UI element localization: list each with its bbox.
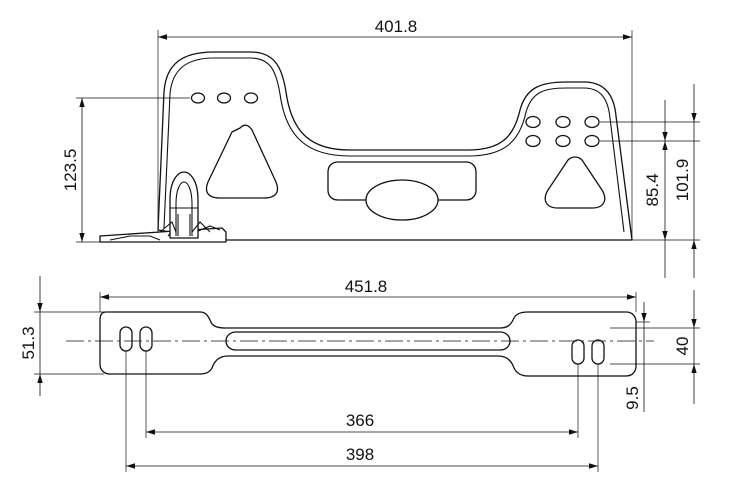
- front-clamp-detail: [170, 181, 198, 236]
- top-right-hole: [571, 339, 585, 365]
- front-mount-hole: [216, 92, 232, 104]
- dim-outer-spacing: 398: [346, 445, 374, 464]
- side-bracket-inner-contour: [163, 57, 625, 233]
- top-left-hole: [119, 326, 133, 352]
- top-view-dimensions: 451.8 51.3 40 9.5 366 398: [19, 276, 700, 472]
- top-bracket-outline: [99, 311, 637, 377]
- front-mount-hole: [243, 92, 259, 104]
- side-bracket-outline: [157, 51, 633, 241]
- rear-mount-hole: [584, 134, 600, 148]
- top-left-hole: [139, 326, 153, 352]
- front-clamp-jaw: [159, 221, 211, 233]
- rear-mount-hole: [525, 115, 541, 129]
- rear-mount-hole: [555, 115, 571, 129]
- dim-top-width: 51.3: [19, 326, 38, 359]
- side-view: [99, 51, 633, 243]
- dim-rear-upper-height: 101.9: [673, 159, 692, 202]
- top-center-slot: [225, 331, 511, 351]
- dim-rear-lower-height: 85.4: [643, 173, 662, 206]
- dim-slot-width: 40: [673, 337, 692, 356]
- dim-edge-offset: 9.5: [623, 386, 642, 410]
- rear-triangle-cutout: [544, 156, 606, 209]
- top-view: [66, 311, 654, 377]
- dim-inner-spacing: 366: [346, 411, 374, 430]
- dim-top-length: 451.8: [345, 277, 388, 296]
- dim-side-length: 401.8: [375, 17, 418, 36]
- top-right-hole: [591, 339, 605, 365]
- center-slot-cutout: [327, 161, 477, 201]
- rear-mount-hole: [584, 115, 600, 129]
- front-triangle-cutout: [205, 124, 279, 199]
- center-oval-boss: [365, 179, 439, 221]
- dim-front-height: 123.5: [61, 149, 80, 192]
- front-mount-hole: [190, 92, 206, 104]
- rear-mount-hole: [525, 134, 541, 148]
- rear-mount-hole: [555, 134, 571, 148]
- front-clamp: [169, 171, 199, 239]
- side-view-dimensions: 401.8 123.5 85.4 101.9: [61, 17, 700, 278]
